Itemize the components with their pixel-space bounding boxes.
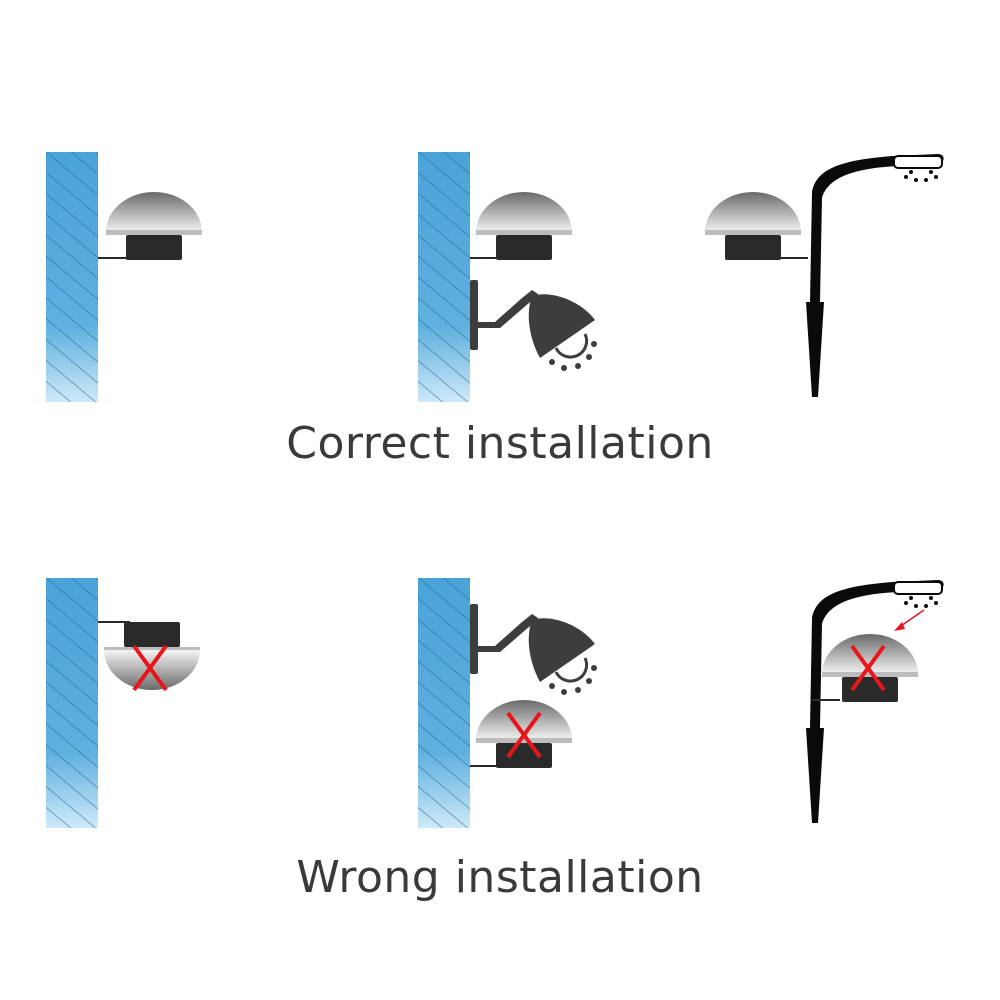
wrong-panel-1 [46,578,200,828]
wall-lamp-icon [470,604,599,697]
correct-panel-1 [46,152,202,402]
correct-installation-caption: Correct installation [286,418,714,469]
correct-panel-3 [705,153,945,398]
sensor-icon [106,192,202,260]
wall-icon [46,152,98,402]
wrong-panel-2 [418,578,599,828]
wall-icon [418,152,470,402]
sensor-icon [705,192,801,260]
wall-lamp-icon [470,280,599,373]
wall-icon [418,578,470,828]
wrong-panel-3 [805,579,945,824]
wall-icon [46,578,98,828]
light-arrow-icon [894,609,925,631]
correct-panel-2 [418,152,599,402]
wrong-installation-caption: Wrong installation [296,852,704,903]
street-light-icon [805,153,945,398]
sensor-icon [104,622,200,690]
sensor-icon [476,192,572,260]
